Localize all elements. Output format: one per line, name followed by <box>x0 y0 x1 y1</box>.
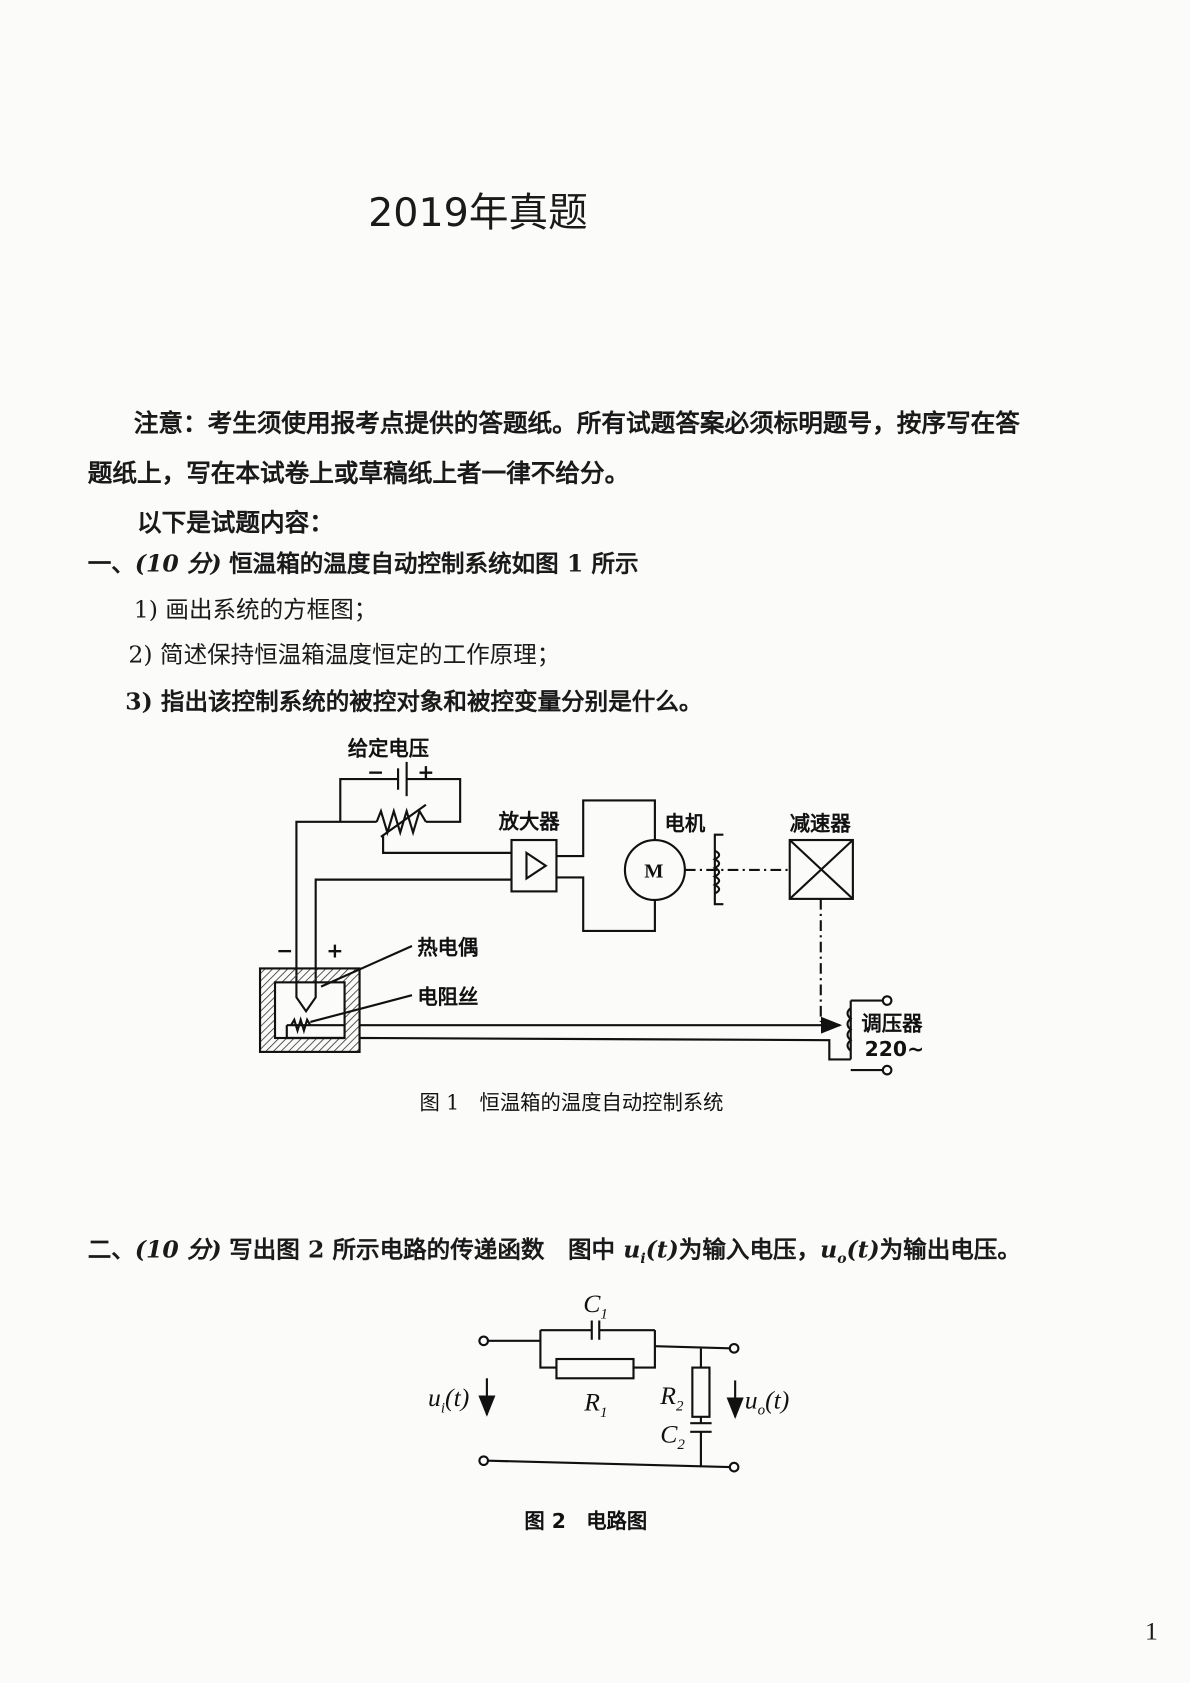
q2-ui-sub: i <box>640 1251 646 1268</box>
set-voltage-label: 给定电压 <box>348 736 429 760</box>
output-terminal-top <box>728 1342 740 1354</box>
notice-line-1: 注意：考生须使用报考点提供的答题纸。所有试题答案必须标明题号，按序写在答 <box>133 409 1020 438</box>
question-2-heading: 二、(10 分) 写出图 2 所示电路的传递函数 图中 ui(t)为输入电压，u… <box>87 1231 1021 1268</box>
q2-ui: u <box>623 1235 641 1264</box>
battery-plus: + <box>417 760 434 784</box>
reducer-label: 减速器 <box>790 811 852 835</box>
q2-uo: u <box>820 1235 838 1264</box>
intro-text: 以下是试题内容： <box>136 509 334 538</box>
r2-label: R2 <box>659 1381 684 1414</box>
q2-t1: (t) <box>645 1235 679 1264</box>
q1-item-1: 1) 画出系统的方框图； <box>133 597 378 624</box>
regulator-coil-icon <box>846 1007 853 1052</box>
q2-t2: (t) <box>846 1235 880 1264</box>
q1-number: 一、 <box>87 550 135 578</box>
thermocouple-plus: + <box>326 939 343 963</box>
amplifier-triangle-icon <box>525 850 548 881</box>
heater-wire-label: 电阻丝 <box>417 985 478 1009</box>
resistor-r1-icon <box>555 1357 635 1380</box>
q2-text: 写出图 2 所示电路的传递函数 图中 <box>229 1235 624 1264</box>
r1-label: R1 <box>583 1387 607 1420</box>
question-1-heading: 一、(10 分) 恒温箱的温度自动控制系统如图 1 所示 <box>88 545 639 579</box>
q2-number: 二、 <box>87 1235 135 1264</box>
amplifier-box <box>510 838 558 893</box>
input-terminal-bottom <box>478 1455 490 1467</box>
q1-item-2: 2) 简述保持恒温箱温度恒定的工作原理； <box>128 642 561 669</box>
motor-symbol: M <box>644 860 663 882</box>
amplifier-label: 放大器 <box>498 809 561 833</box>
potentiometer-icon <box>375 807 427 837</box>
resistor-r2-icon <box>691 1366 711 1418</box>
c2-label: C2 <box>660 1419 685 1452</box>
q1-text: 恒温箱的温度自动控制系统如图 1 所示 <box>229 550 639 578</box>
motor-label: 电机 <box>665 811 706 835</box>
thermocouple-label: 热电偶 <box>417 936 478 960</box>
q2-mid: 为输入电压， <box>678 1235 821 1264</box>
regulator-label: 调压器 <box>861 1012 923 1036</box>
uo-label: uo(t) <box>745 1385 790 1418</box>
battery-minus: − <box>367 760 384 784</box>
page-title: 2019年真题 <box>368 189 588 236</box>
thermocouple-minus: − <box>276 939 293 963</box>
thermocouple-icon <box>295 982 317 1014</box>
figure-2-caption: 图 2 电路图 <box>524 1509 647 1533</box>
page-number: 1 <box>1145 1617 1158 1646</box>
figure-1-caption: 图 1 恒温箱的温度自动控制系统 <box>419 1091 723 1115</box>
figure-2-circuit <box>478 1320 744 1473</box>
c1-label: C1 <box>583 1289 608 1322</box>
ui-label: ui(t) <box>428 1383 469 1416</box>
q2-points: (10 分) <box>134 1235 222 1264</box>
q2-end: 为输出电压。 <box>879 1235 1021 1264</box>
q1-points: (10 分) <box>134 550 222 578</box>
heater-resistor-icon <box>290 1016 312 1035</box>
q1-item-3: 3) 指出该控制系统的被控对象和被控变量分别是什么。 <box>125 688 703 716</box>
q2-uo-sub: o <box>837 1251 847 1268</box>
input-terminal-top <box>478 1335 490 1347</box>
supply-label: 220~ <box>865 1037 924 1061</box>
notice-line-2: 题纸上，写在本试卷上或草稿纸上者一律不给分。 <box>87 460 630 488</box>
output-terminal-bottom <box>728 1461 740 1473</box>
coil-icon <box>712 849 721 895</box>
